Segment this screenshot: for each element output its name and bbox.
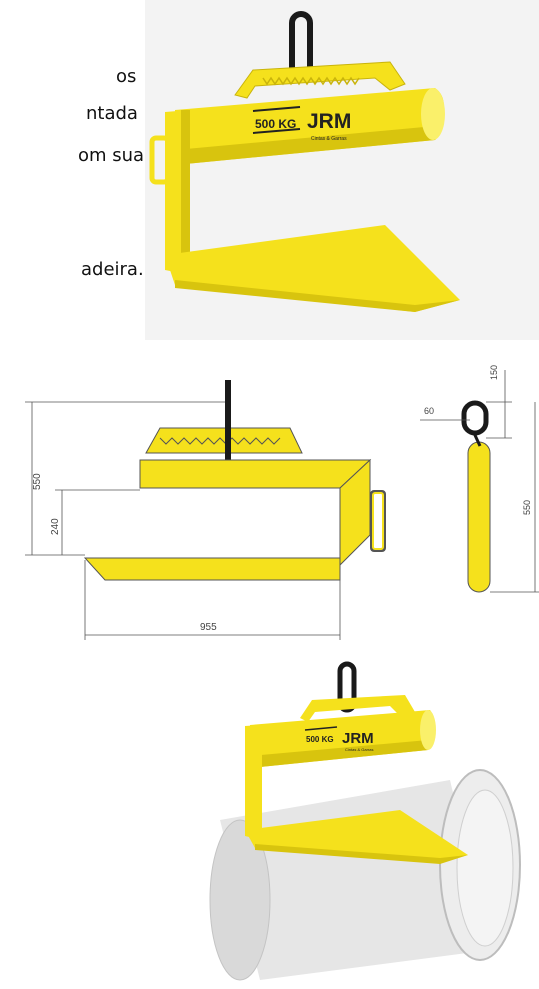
intro-line-2: ntada [86,103,138,124]
dimension-length: 955 [200,622,217,633]
hero-capacity-label: 500 KG [255,117,296,131]
hero-brand-logo: JRM [307,110,351,133]
dimension-inner-height: 240 [50,518,61,535]
dimension-side-height: 550 [522,500,532,515]
usage-handle [300,695,415,722]
intro-line-4: adeira. [81,259,144,280]
usage-capacity-label: 500 KG [306,735,334,744]
usage-leg [245,725,262,840]
side-body [467,441,491,593]
intro-text-column: os ntada om sua adeira. [0,0,150,330]
intro-line-3: om sua [78,145,145,166]
hero-brand-tagline: Cintas & Garras [311,136,347,142]
crane-handle [234,61,406,99]
usage-ring [337,661,357,713]
dimension-ring-height: 150 [489,365,499,380]
usage-brand-tagline: Cintas & Garras [345,747,373,752]
side-ring [461,400,489,436]
technical-drawing: 550 240 955 60 150 550 [0,330,539,648]
intro-line-1: os [116,66,137,87]
front-view [83,380,386,581]
bottom-fork [165,225,460,312]
dimension-ring-width: 60 [424,406,434,416]
hero-product-render: 500 KG JRM Cintas & Garras [135,0,539,340]
side-view [461,400,491,593]
front-ring [225,380,231,460]
top-beam [175,88,445,165]
usage-brand-logo: JRM [342,730,374,747]
dimension-total-height: 550 [32,473,43,490]
usage-illustration: 500 KG JRM Cintas & Garras [200,650,539,984]
